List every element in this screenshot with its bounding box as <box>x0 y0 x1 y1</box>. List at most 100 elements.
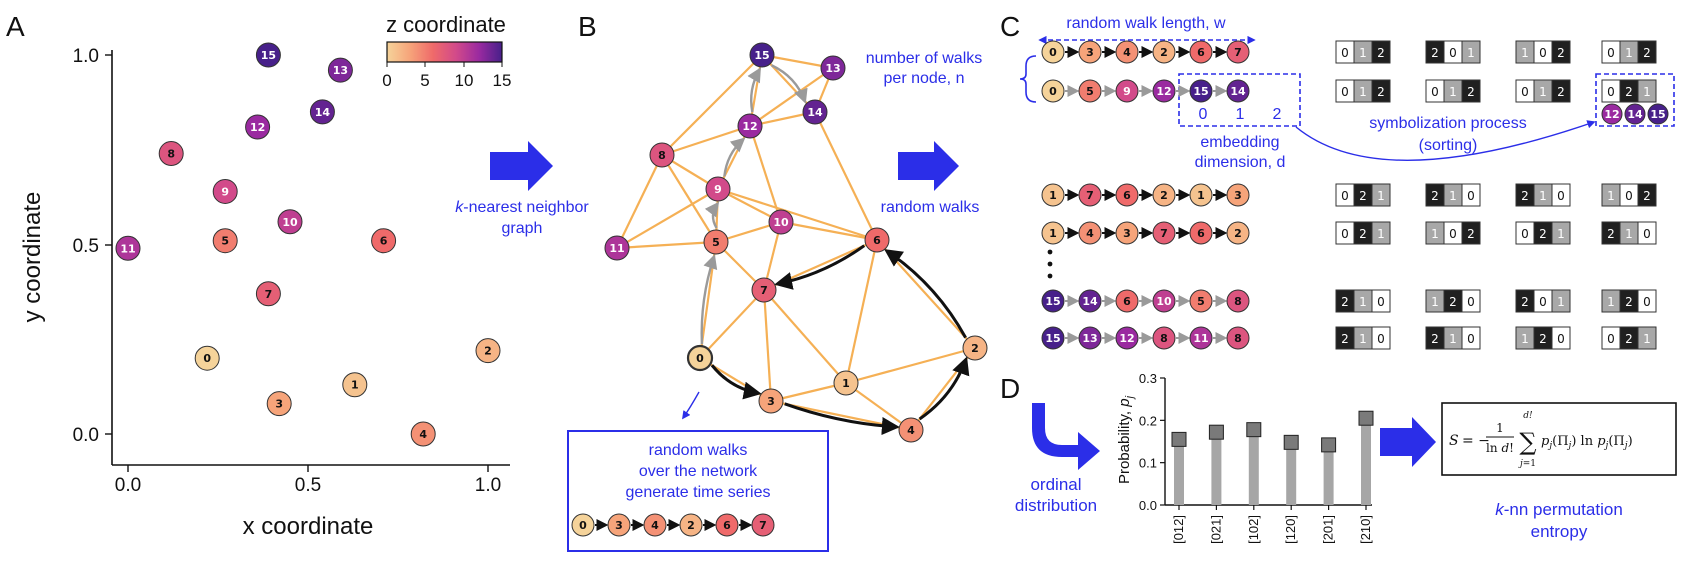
bar-x-tick-label: [210] <box>1358 515 1373 544</box>
node-label: 2 <box>687 519 695 532</box>
node-label: 1 <box>1197 189 1205 202</box>
node-label: 0 <box>203 352 211 365</box>
y-tick-label: 0.0 <box>73 425 99 446</box>
scatter-point: 12 <box>245 114 271 140</box>
node-label: 13 <box>333 64 348 77</box>
pattern-digit: 1 <box>1521 46 1529 60</box>
pattern-cell <box>1637 289 1657 313</box>
pattern-digit: 2 <box>1341 332 1349 346</box>
sequence-node: 6 <box>715 513 739 537</box>
pattern-digit: 1 <box>1449 189 1457 203</box>
pattern-cell <box>1371 221 1391 245</box>
pattern-cell <box>1461 289 1481 313</box>
bar-marker <box>1321 437 1337 453</box>
pattern-digit: 0 <box>1557 332 1565 346</box>
node-label: 9 <box>221 185 229 198</box>
walk-step-arrow <box>784 402 900 436</box>
pattern-cell <box>1461 79 1481 103</box>
pattern-digit: 2 <box>1467 85 1475 99</box>
node-label: 2 <box>1160 189 1168 202</box>
graph-node: 6 <box>864 227 890 253</box>
scatter-point: 1 <box>342 372 368 398</box>
graph-edge <box>770 381 847 403</box>
pattern-digit: 2 <box>1431 189 1439 203</box>
colorbar-title: z coordinate <box>386 12 506 37</box>
node-label: 12 <box>742 120 757 133</box>
node-label: 1 <box>351 379 359 392</box>
pattern-digit: 0 <box>1521 227 1529 241</box>
graph-edge <box>780 220 878 242</box>
pattern-digit: 2 <box>1359 227 1367 241</box>
node-label: 15 <box>1650 108 1665 121</box>
node-label: 7 <box>760 284 768 297</box>
sequence-node: 3 <box>607 513 631 537</box>
pattern-digit: 0 <box>1467 295 1475 309</box>
symbolization-line2: (sorting) <box>1419 137 1478 154</box>
node-label: 7 <box>265 288 273 301</box>
node-label: 14 <box>1230 85 1246 98</box>
embedding-index: 0 <box>1199 106 1208 123</box>
sequence-node: 6 <box>1189 221 1213 245</box>
graph-walks <box>700 64 970 436</box>
pattern-cell <box>1551 40 1571 64</box>
scatter-point: 13 <box>327 57 353 83</box>
pattern-cell <box>1371 326 1391 350</box>
entropy-formula: S = − 1 ln d! d! ∑ j=1 pj(Πj) ln pj(Πj) <box>1449 411 1633 469</box>
formula-den: ln d! <box>1486 441 1514 455</box>
graph-edge <box>814 111 878 241</box>
node-label: 4 <box>907 424 915 437</box>
colorbar-tick-label: 10 <box>455 71 474 90</box>
formula-sum-upper: d! <box>1523 411 1533 421</box>
node-label: 6 <box>1197 227 1205 240</box>
graph-edge <box>845 346 976 385</box>
pattern-digit: 0 <box>1467 332 1475 346</box>
graph-edge <box>763 289 847 384</box>
pattern-digit: 1 <box>1359 85 1367 99</box>
panel-label-c: C <box>1000 11 1020 42</box>
ellipsis-dot <box>1047 261 1053 267</box>
node-label: 15 <box>754 49 769 62</box>
embedding-label-line1: embedding <box>1200 134 1279 151</box>
pattern-digit: 2 <box>1539 227 1547 241</box>
node-label: 2 <box>1234 227 1242 240</box>
pattern-digit: 1 <box>1359 295 1367 309</box>
bar-x-tick-label: [021] <box>1208 515 1223 544</box>
pattern-cell <box>1637 79 1657 103</box>
symbolization-arrow <box>1295 120 1596 161</box>
graph-node: 1 <box>833 370 859 396</box>
pattern-digit: 2 <box>1625 85 1633 99</box>
pattern-cell <box>1551 79 1571 103</box>
symbolization-line1: symbolization process <box>1369 115 1526 132</box>
walk-step-arrow <box>710 364 762 400</box>
sequence-node: 6 <box>1115 289 1139 313</box>
pattern-digit: 1 <box>1557 227 1565 241</box>
pattern-digit: 1 <box>1539 85 1547 99</box>
node-label: 4 <box>651 519 659 532</box>
y-tick-label: 0.5 <box>73 236 99 257</box>
scatter-panel: 0.0 0.5 1.0 0.0 0.5 1.0 x coordinate y c… <box>19 12 511 540</box>
node-label: 3 <box>1123 227 1131 240</box>
sequence-node: 11 <box>1189 326 1213 350</box>
box-line-2: over the network <box>639 463 758 480</box>
pattern-digit: 1 <box>1643 332 1651 346</box>
node-label: 6 <box>380 235 388 248</box>
sequence-node: 8 <box>1152 326 1176 350</box>
walk-length-label: random walk length, w <box>1066 15 1226 32</box>
pattern-digit: 0 <box>1341 189 1349 203</box>
y-tick-label: 1.0 <box>73 46 99 67</box>
scatter-point: 4 <box>410 421 436 447</box>
node-label: 3 <box>615 519 623 532</box>
node-label: 14 <box>315 106 331 119</box>
pattern-digit: 1 <box>1607 295 1615 309</box>
pattern-digit: 1 <box>1449 332 1457 346</box>
sequence-node: 4 <box>1078 221 1102 245</box>
bar-marker <box>1283 434 1299 450</box>
